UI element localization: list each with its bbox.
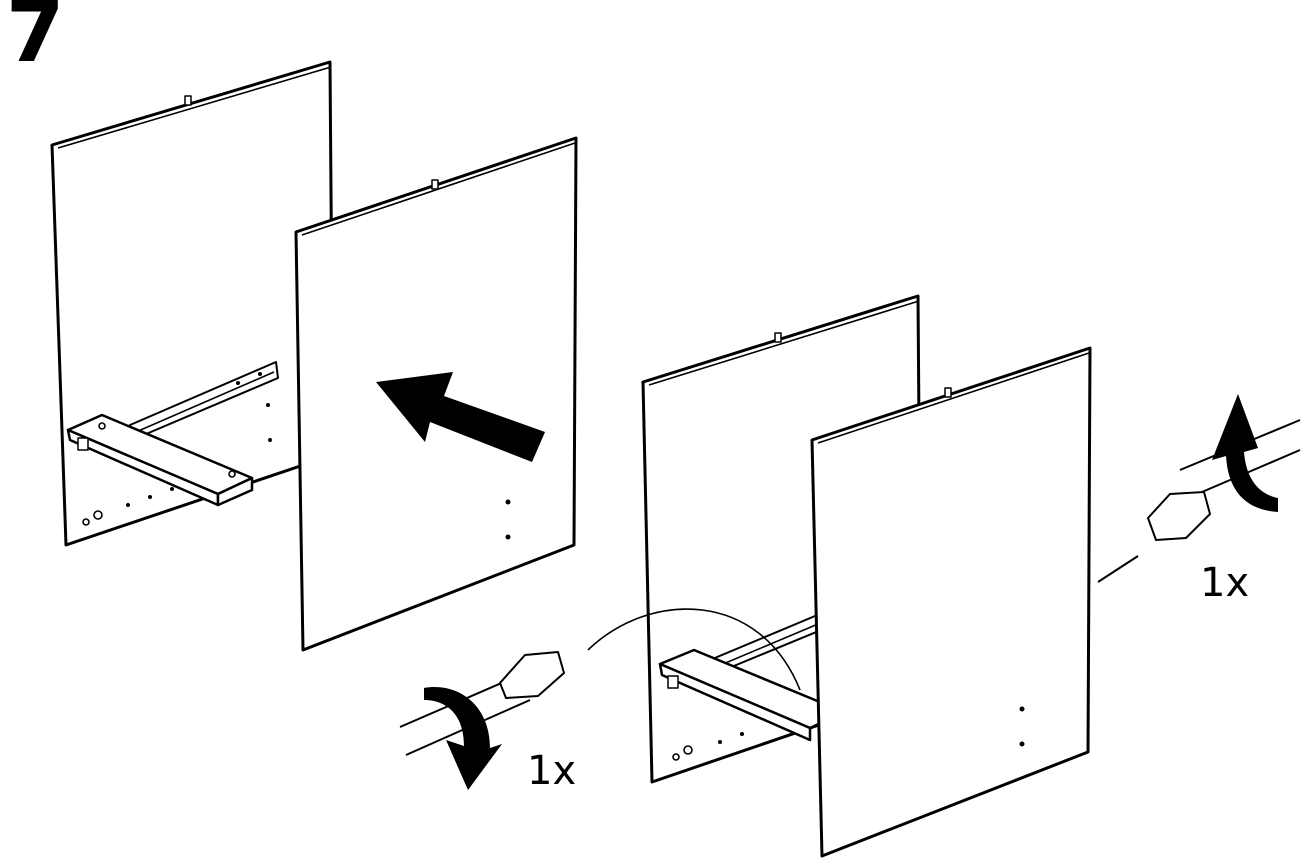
right-assembly — [587, 294, 1092, 858]
right-front-panel — [810, 346, 1092, 858]
push-arrow-icon — [376, 372, 545, 462]
right-cross-beam — [658, 648, 846, 742]
right-screwdriver-icon — [1097, 419, 1301, 583]
rotate-arrow-left-icon — [424, 687, 502, 790]
step-number: 7 — [6, 0, 65, 81]
left-assembly — [50, 60, 578, 652]
rotate-arrow-right-icon — [1212, 394, 1278, 512]
quantity-label-left: 1x — [527, 748, 577, 794]
quantity-label-right: 1x — [1200, 560, 1250, 606]
left-cross-beam — [66, 413, 254, 507]
